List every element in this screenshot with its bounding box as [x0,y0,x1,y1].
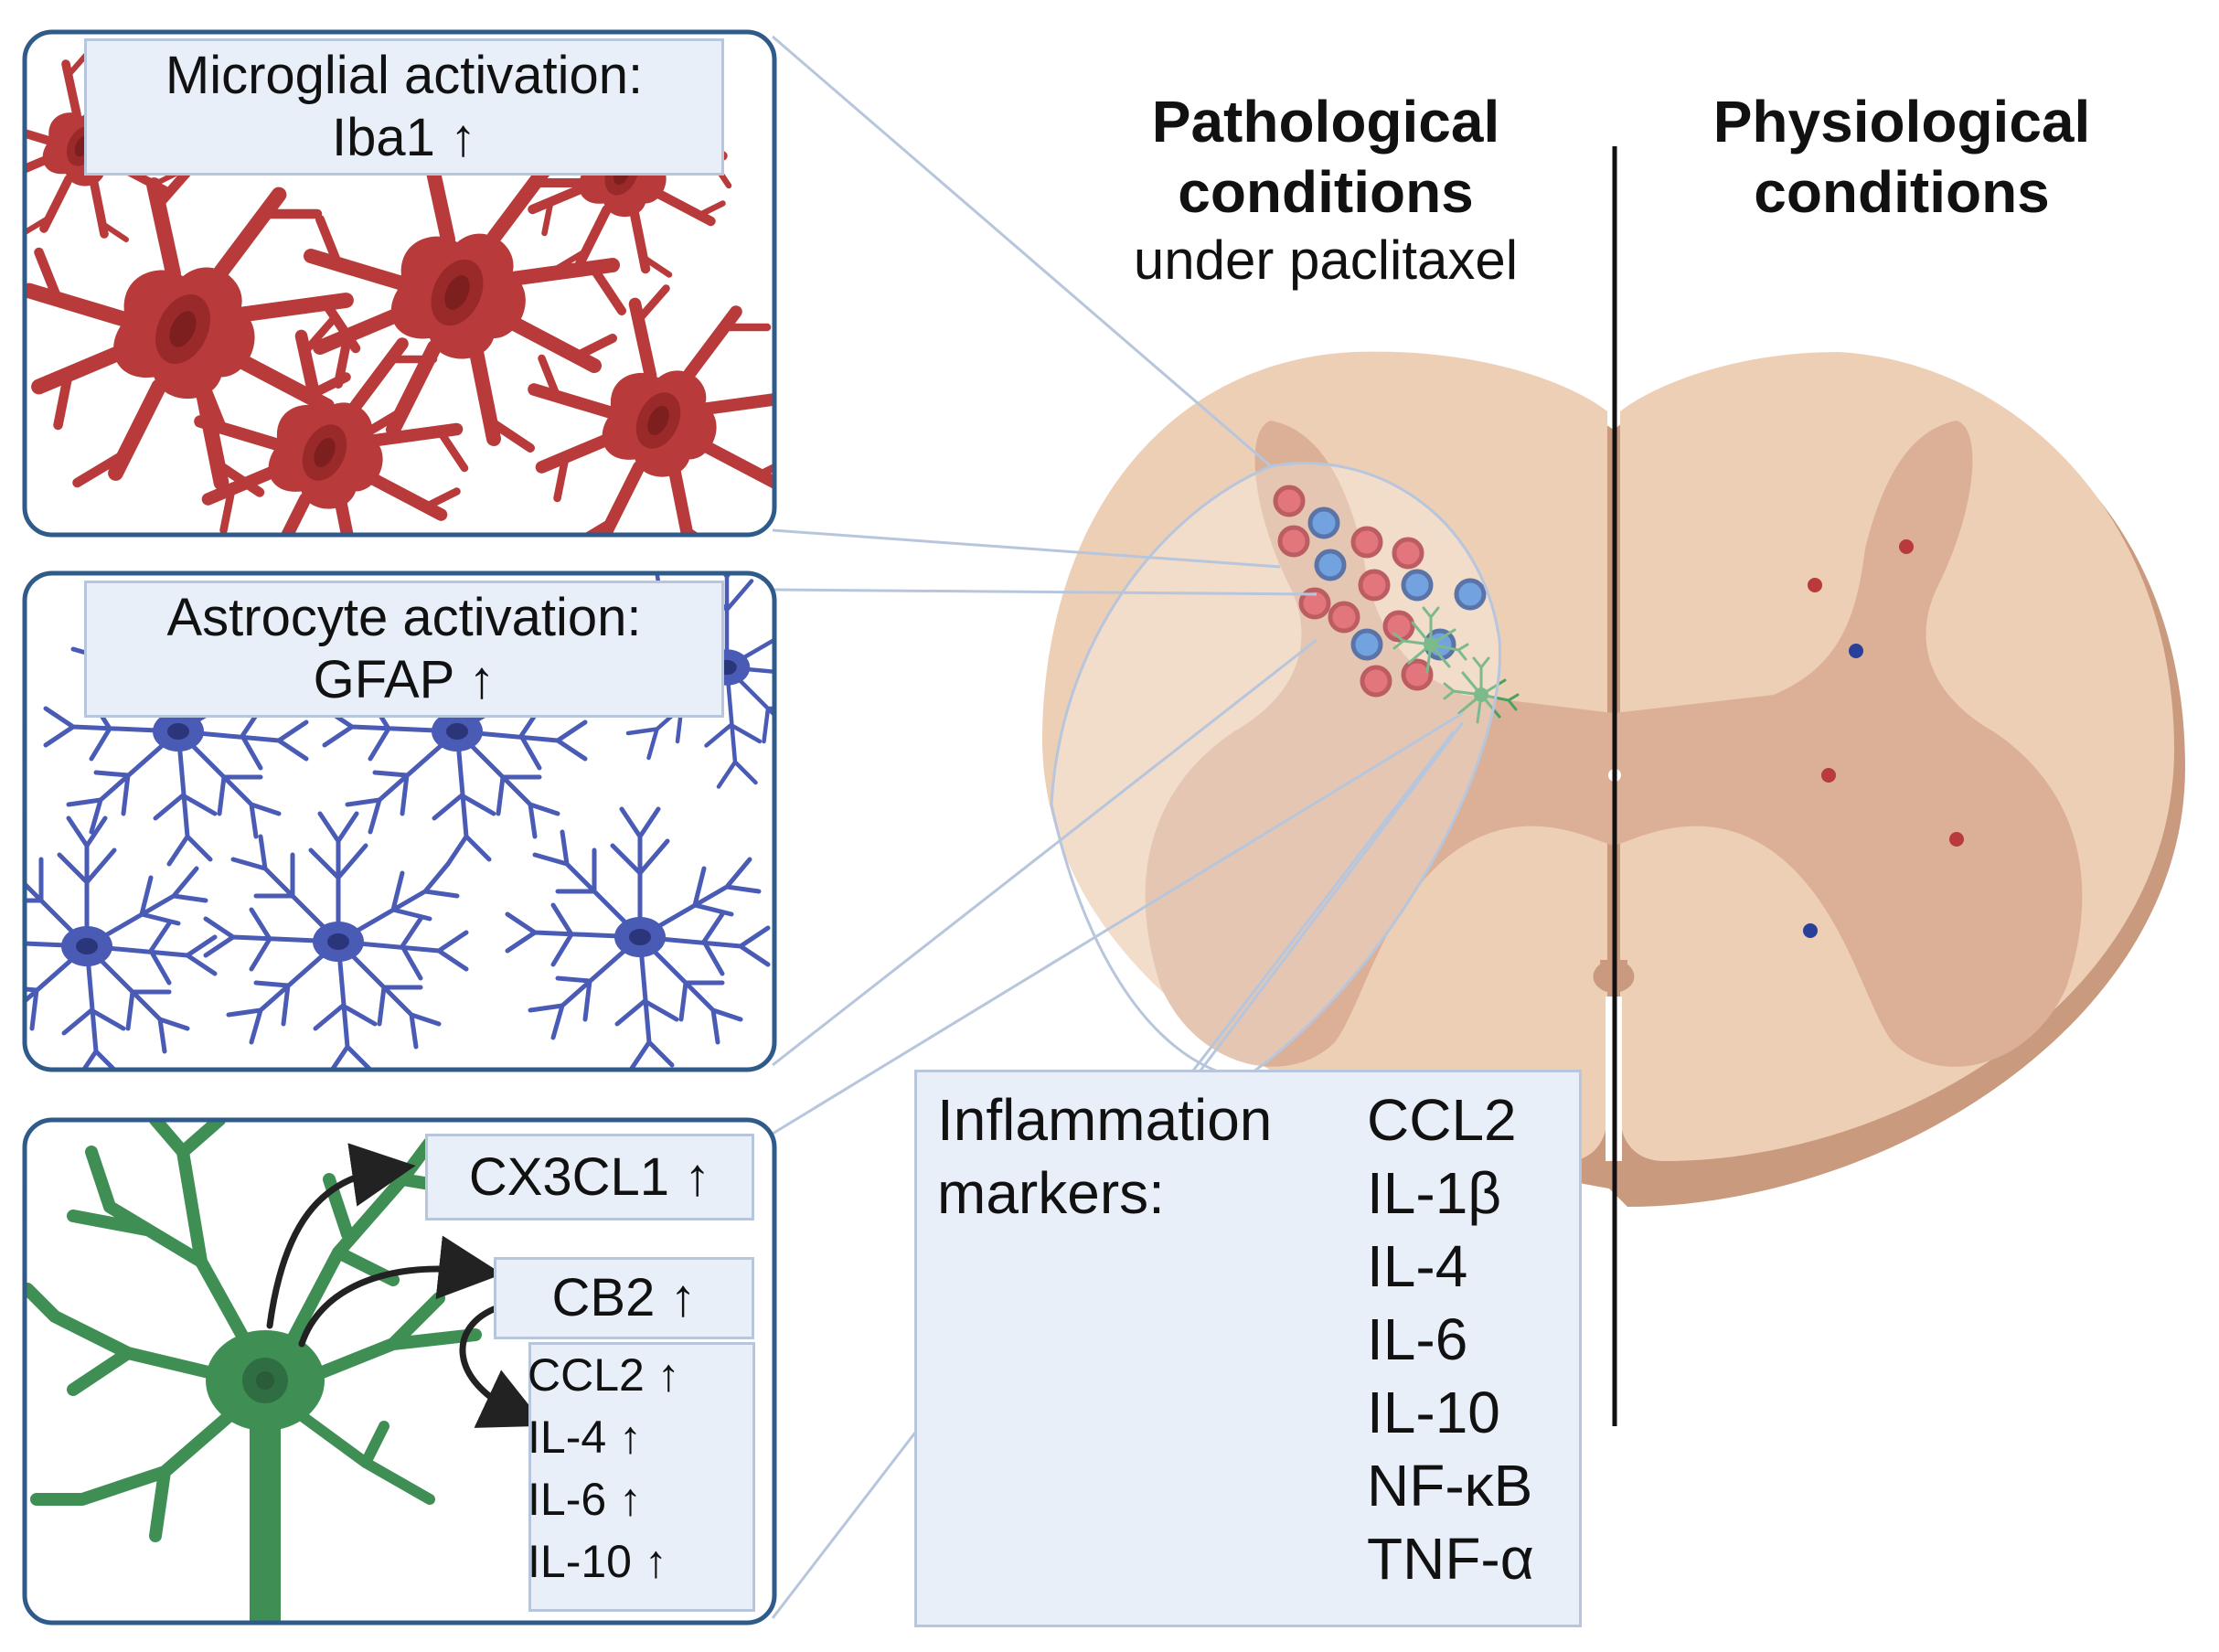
cytokine-item: IL-4 ↑ [528,1412,643,1463]
physiological-title: Physiological conditions [1712,89,2091,225]
zoom-projection [771,35,1502,1619]
microglia-label-text: Microglial activation: [165,46,644,105]
inflammation-marker: NF-κB [1367,1453,1533,1519]
microglia-label: Microglial activation: Iba1 ↑ [84,38,724,176]
pathological-subtitle: under paclitaxel [1133,229,1519,291]
inflammation-marker: IL-6 [1367,1306,1468,1372]
cytokine-label [528,1342,755,1612]
inflammation-marker-list: CCL2 IL-1β IL-4 IL-6 IL-10 NF-κB TNF-α [1367,1083,1534,1595]
cx3cl1-text: CX3CL1 ↑ [468,1147,711,1207]
cx3cl1-label: CX3CL1 ↑ [425,1134,754,1220]
inflammation-marker: IL-10 [1367,1380,1500,1445]
inflammation-marker: IL-1β [1367,1160,1502,1226]
cytokine-item: CCL2 ↑ [528,1349,680,1401]
physiological-heading: Physiological conditions [1701,87,2103,228]
pathological-title: Pathological conditions [1151,89,1500,225]
inflammation-marker: CCL2 [1367,1087,1517,1153]
inflammation-title: Inflammation markers: [937,1083,1272,1230]
cb2-label: CB2 ↑ [494,1257,754,1339]
inflammation-title-line1: Inflammation [937,1087,1273,1153]
cb2-text: CB2 ↑ [551,1268,697,1327]
activated-cells [1273,485,1487,698]
inflammation-box [914,1070,1582,1627]
spinal-cord [1041,146,2185,1426]
astrocyte-label-text: Astrocyte activation: [166,588,642,647]
inflammation-title-line2: markers: [937,1160,1165,1226]
cytokine-list: CCL2 ↑ IL-4 ↑ IL-6 ↑ IL-10 ↑ [528,1344,756,1593]
astrocyte-label: Astrocyte activation: GFAP ↑ [84,581,724,718]
astrocyte-marker: GFAP ↑ [313,650,496,710]
inflammation-marker: TNF-α [1367,1526,1534,1592]
resting-cells [1803,539,1964,938]
pathological-heading: Pathological conditions under paclitaxel [1061,87,1591,293]
inflammation-marker: IL-4 [1367,1233,1468,1299]
microglia-marker: Iba1 ↑ [332,108,476,168]
cytokine-item: IL-6 ↑ [528,1474,643,1525]
cytokine-item: IL-10 ↑ [528,1536,667,1587]
